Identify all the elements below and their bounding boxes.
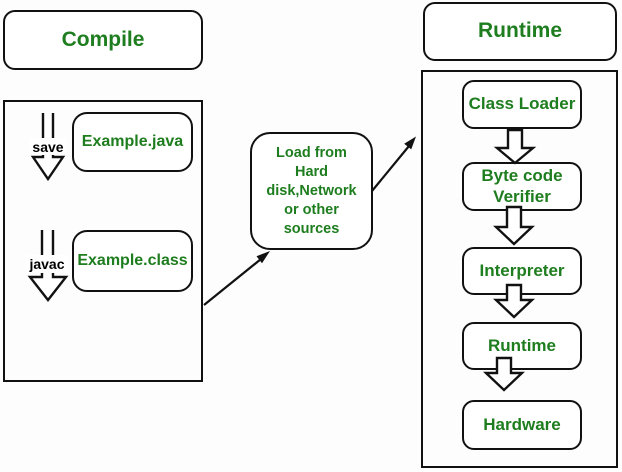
compile-to-load-arrowhead-icon <box>256 251 270 264</box>
example-java-label: Example.java <box>81 132 184 150</box>
load-to-runtime-arrowhead-icon <box>404 136 416 150</box>
load-line-4: or other <box>284 201 339 218</box>
stage-hardware-box: Hardware <box>462 400 582 450</box>
load-line-5: sources <box>283 220 340 237</box>
load-line-1: Load from <box>276 144 347 161</box>
stage-runtime-label: Runtime <box>488 335 556 355</box>
stage-interpreter-label: Interpreter <box>479 260 565 280</box>
compile-to-load-arrow-line <box>203 258 262 306</box>
save-arrow-label: save <box>29 138 67 155</box>
runtime-title: Runtime <box>478 19 562 43</box>
stage-bytecode-verifier-box: Byte code Verifier <box>462 162 582 211</box>
stage-class-loader-label: Class Loader <box>468 94 576 114</box>
stage-interpreter-box: Interpreter <box>462 247 582 295</box>
stage-bytecode-verifier-label: Byte code Verifier <box>481 166 563 206</box>
compile-title-box: Compile <box>3 10 203 70</box>
load-line-2: Hard <box>294 163 329 180</box>
example-class-label: Example.class <box>77 251 188 269</box>
javac-arrow-label: javac <box>26 255 68 273</box>
runtime-title-box: Runtime <box>423 2 617 61</box>
stage-class-loader-box: Class Loader <box>462 80 582 129</box>
runtime-panel <box>421 70 618 468</box>
stage-runtime-box: Runtime <box>462 322 582 370</box>
example-java-box: Example.java <box>72 112 193 172</box>
compile-panel <box>3 100 203 382</box>
example-class-box: Example.class <box>72 230 193 292</box>
stage-hardware-label: Hardware <box>483 414 561 434</box>
load-to-runtime-arrow-line <box>371 145 410 192</box>
load-line-3: disk,Network <box>266 182 357 199</box>
compile-title: Compile <box>61 27 145 51</box>
load-sources-box: Load from Hard disk,Network or other sou… <box>250 132 373 250</box>
